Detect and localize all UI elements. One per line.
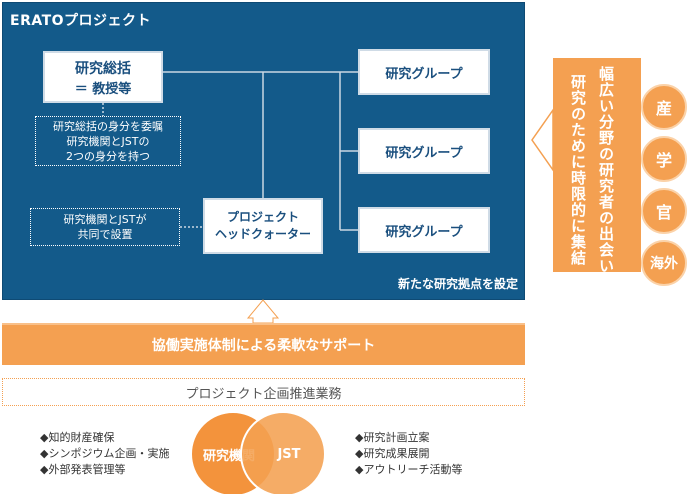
panel-caption: 新たな研究拠点を設定 — [397, 277, 518, 291]
hq-line-1: プロジェクト — [226, 210, 299, 224]
planning-bar: プロジェクト企画推進業務 — [2, 378, 525, 406]
research-group-3: 研究グループ — [358, 207, 490, 253]
side-text-gathering: 研究のために時限的に集結 — [569, 74, 587, 266]
left-arrow — [531, 107, 554, 173]
bullet-item: ◆シンポジウム企画・実施 — [40, 447, 170, 460]
bullets-right: ◆研究計画立案 ◆研究成果展開 ◆アウトリーチ活動等 — [355, 430, 462, 478]
bullets-left: ◆知的財産確保 ◆シンポジウム企画・実施 ◆外部発表管理等 — [40, 430, 169, 478]
hq-line-2: ヘッドクォーター — [214, 227, 311, 241]
venn-right-label: JST — [277, 446, 301, 462]
director-note-line: 2つの身分を持つ — [66, 149, 150, 163]
sector-industry: 産 — [641, 84, 687, 130]
support-band: 協働実施体制による柔軟なサポート — [2, 323, 525, 365]
director-box: 研究総括 ＝ 教授等 — [43, 51, 163, 103]
sector-government: 官 — [641, 188, 687, 234]
side-orange-block — [553, 58, 641, 272]
bullet-item: ◆研究計画立案 — [355, 431, 430, 444]
sector-overseas: 海外 — [641, 240, 687, 286]
venn-jst: JST — [240, 411, 326, 494]
hq-note-line: 研究機関とJSTが — [63, 213, 147, 226]
bullet-item: ◆アウトリーチ活動等 — [355, 463, 463, 476]
research-group-1: 研究グループ — [358, 49, 490, 95]
research-group-2: 研究グループ — [358, 128, 490, 174]
sector-academia: 学 — [641, 136, 687, 182]
director-note-line: 研究総括の身分を委嘱 — [53, 119, 163, 133]
bullet-item: ◆知的財産確保 — [40, 431, 115, 444]
up-arrow — [246, 299, 280, 324]
hq-note: 研究機関とJSTが 共同で設置 — [30, 208, 180, 246]
director-note-line: 研究機関とJSTの — [66, 134, 150, 148]
side-text-researchers: 幅広い分野の研究者の出会い — [597, 66, 615, 274]
director-subtitle: ＝ 教授等 — [74, 81, 132, 97]
director-note: 研究総括の身分を委嘱 研究機関とJSTの 2つの身分を持つ — [35, 116, 181, 166]
bullet-item: ◆研究成果展開 — [355, 447, 430, 460]
panel-title: ERATOプロジェクト — [10, 13, 152, 29]
bullet-item: ◆外部発表管理等 — [40, 463, 126, 476]
director-title: 研究総括 — [75, 60, 131, 77]
hq-note-line: 共同で設置 — [77, 228, 133, 241]
project-hq-box: プロジェクト ヘッドクォーター — [203, 198, 323, 254]
